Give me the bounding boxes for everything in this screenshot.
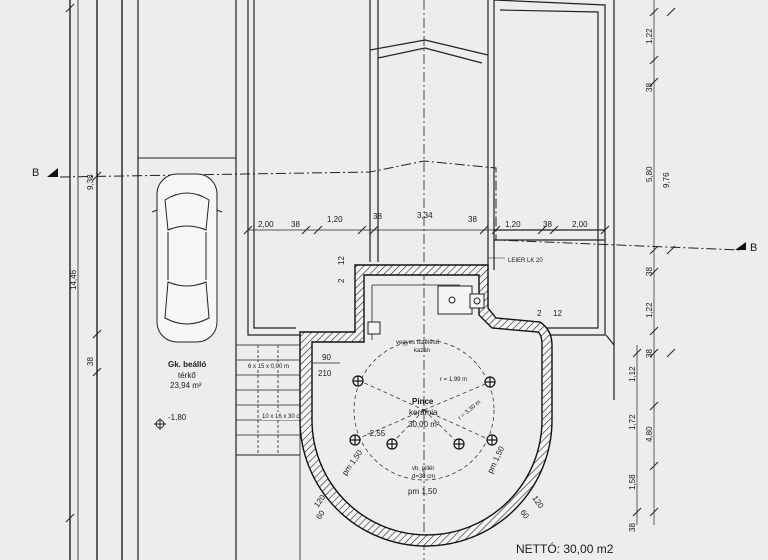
dim-right-4: 38 xyxy=(645,267,654,276)
dim-top-4: 38 xyxy=(373,212,382,221)
dim-top-7: 1,20 xyxy=(505,220,521,229)
level-outside: -1,80 xyxy=(168,413,187,422)
dim-right-2: 38 xyxy=(645,83,654,92)
dimension-right-lines xyxy=(636,0,655,525)
parking-label: Gk. beálló xyxy=(168,360,206,369)
dim-right-total-1: 9,76 xyxy=(662,172,671,188)
room-area: 30,00 m² xyxy=(408,420,440,429)
dim-stair-90: 90 xyxy=(322,353,331,362)
dim-120-right: 120 xyxy=(530,494,545,511)
parking-area: 23,94 m² xyxy=(170,381,202,390)
car-icon xyxy=(151,173,223,343)
pm-left: pm 1,50 xyxy=(340,448,364,477)
dim-top-6: 38 xyxy=(468,215,477,224)
heating-label: vegyes tüzelésű xyxy=(396,340,440,346)
dim-right-6: 38 xyxy=(645,349,654,358)
parking-material: térkő xyxy=(178,371,196,380)
pillar-size: d=30 cm xyxy=(412,474,435,480)
dim-right-7: 1,12 xyxy=(628,366,637,382)
column-icon xyxy=(367,321,381,335)
upper-building xyxy=(247,0,615,346)
dim-right-total-2: 4,80 xyxy=(645,426,654,442)
radius-1: r = 1,99 m xyxy=(440,377,467,383)
radius-guides xyxy=(353,339,495,481)
dim-right-1: 1,22 xyxy=(645,28,654,44)
section-arrow-left-icon xyxy=(47,168,58,177)
net-area: NETTÓ: 30,00 m2 xyxy=(516,541,614,556)
dim-right-3: 5,80 xyxy=(645,166,654,182)
dim-top-1: 2,00 xyxy=(258,220,274,229)
cellar-walls xyxy=(299,264,553,547)
dimension-left-ticks xyxy=(65,3,102,523)
dim-top-2: 38 xyxy=(291,220,300,229)
dim-stair-210: 210 xyxy=(318,369,332,378)
room-floor: kerámia xyxy=(409,408,438,417)
site-lines xyxy=(69,0,615,560)
stair-note-1: 6 x 15 x 0,90 m xyxy=(248,364,289,370)
dimension-right-values: 1,22 38 5,80 38 1,22 38 1,12 1,72 1,58 3… xyxy=(628,28,671,532)
stair xyxy=(235,344,301,456)
dim-left-2: 14,46 xyxy=(69,269,78,290)
dim-top-9: 2,00 xyxy=(572,220,588,229)
dim-left-3: 38 xyxy=(86,357,95,366)
dim-top-8: 38 xyxy=(543,220,552,229)
room-name: Pince xyxy=(412,397,434,406)
dim-60-left: 60 xyxy=(314,508,327,521)
boiler-icon xyxy=(437,285,485,315)
dim-right-8: 1,72 xyxy=(628,414,637,430)
dim-left-1: 9,38 xyxy=(86,174,95,190)
dim-right-5: 1,22 xyxy=(645,302,654,318)
level-room: -2,55 xyxy=(367,429,386,438)
dimension-row-top-ticks xyxy=(243,225,610,235)
dimension-row-top-values: 2,00 38 1,20 38 3,34 38 1,20 38 2,00 xyxy=(258,211,588,229)
dim-wall-a-prefix: 2 xyxy=(337,278,346,283)
pm-bottom: pm 1,50 xyxy=(408,487,437,496)
pm-right: pm 1,50 xyxy=(486,444,507,475)
section-arrow-right-icon xyxy=(735,242,746,250)
level-mark-icon xyxy=(154,418,166,430)
section-line xyxy=(59,160,741,251)
dim-wall-b: 12 xyxy=(553,309,562,318)
dimension-right-ticks xyxy=(632,7,676,517)
heating-label-2: kazán xyxy=(414,348,430,354)
pillar-label: vb. pillér xyxy=(412,466,434,472)
dim-wall-a: 12 xyxy=(337,256,346,265)
dim-right-9: 1,58 xyxy=(628,474,637,490)
radius-2: r = 3,30 m xyxy=(457,399,482,421)
dim-top-5: 3,34 xyxy=(417,211,433,220)
section-marker-left: B xyxy=(32,167,39,179)
section-marker-right: B xyxy=(750,242,757,254)
leier-label: LEIER LK 20 xyxy=(508,258,543,264)
dim-60-right: 60 xyxy=(518,508,531,521)
dim-wall-b-prefix: 2 xyxy=(537,309,542,318)
pillar-icons xyxy=(349,375,498,450)
dim-top-3: 1,20 xyxy=(327,215,343,224)
stair-note-2: 10 x 16 x 30 cm xyxy=(262,414,304,420)
dim-right-10: 38 xyxy=(628,523,637,532)
